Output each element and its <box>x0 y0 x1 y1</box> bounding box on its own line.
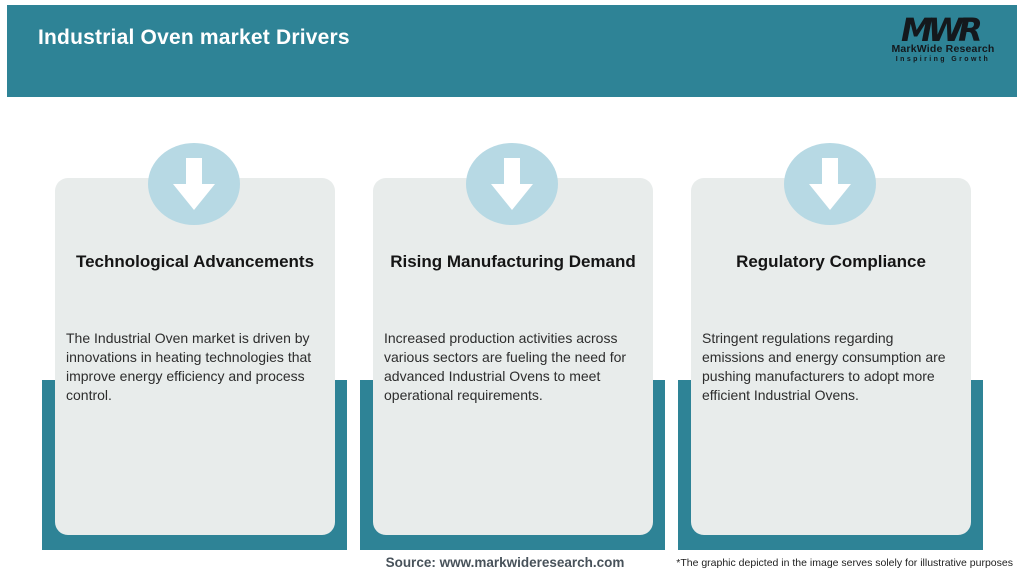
source-text: Source: www.markwideresearch.com <box>385 555 625 570</box>
logo-tagline: Inspiring Growth <box>895 56 991 63</box>
card-description: Stringent regulations regarding emission… <box>702 330 946 403</box>
mwr-monogram-text: MWR <box>901 12 980 46</box>
card-title: Rising Manufacturing Demand <box>390 252 636 271</box>
down-arrow-glyph <box>809 158 851 210</box>
header-band: Industrial Oven market Drivers MWR MarkW… <box>7 5 1017 97</box>
down-arrow-icon <box>148 143 240 225</box>
card-description: The Industrial Oven market is driven by … <box>66 330 312 403</box>
driver-card-group-2: Rising Manufacturing Demand Increased pr… <box>360 0 665 576</box>
disclaimer-text: *The graphic depicted in the image serve… <box>676 557 1013 569</box>
card-title: Technological Advancements <box>75 252 315 271</box>
down-arrow-glyph <box>173 158 215 210</box>
down-arrow-icon <box>784 143 876 225</box>
down-arrow-glyph <box>491 158 533 210</box>
markwide-logo: MWR MarkWide Research Inspiring Growth <box>883 12 1003 63</box>
driver-card: Rising Manufacturing Demand Increased pr… <box>373 178 653 535</box>
page-title: Industrial Oven market Drivers <box>38 26 350 49</box>
down-arrow-icon <box>466 143 558 225</box>
card-title: Regulatory Compliance <box>736 252 926 271</box>
mwr-monogram-icon: MWR <box>901 12 985 46</box>
driver-card-group-3: Regulatory Compliance Stringent regulati… <box>678 0 983 576</box>
logo-company-name: MarkWide Research <box>891 43 995 55</box>
card-description: Increased production activities across v… <box>384 330 627 403</box>
driver-card: Regulatory Compliance Stringent regulati… <box>691 178 971 535</box>
driver-card-group-1: Technological Advancements The Industria… <box>42 0 347 576</box>
driver-card: Technological Advancements The Industria… <box>55 178 335 535</box>
